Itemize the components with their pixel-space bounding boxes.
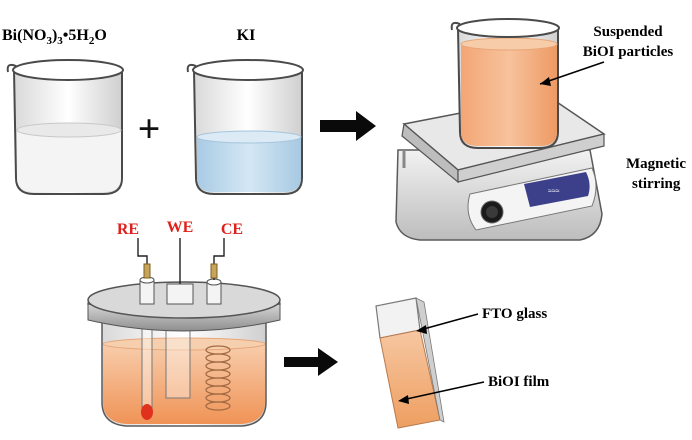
magnetic-stirrer: ≈≈≈ [395,95,606,241]
bioi-film-label: BiOI film [488,374,550,390]
electrochemical-cell [87,238,281,427]
arrow-right-icon [284,348,338,376]
working-electrode-plate [165,319,191,399]
suspension-beaker [450,18,560,149]
magnetic-label-line1: Magnetic [626,156,686,172]
suspended-pointer-line [539,61,605,85]
reference-electrode [141,317,153,417]
fto-glass-label: FTO glass [482,306,547,322]
fto-slide [375,297,445,429]
bi-nitrate-label: Bi(NO3)3•5H2O [2,27,107,47]
ki-label: KI [237,27,256,44]
bi-nitrate-beaker [6,59,124,195]
bioi-pointer-line [401,381,485,401]
arrow-right-icon [320,111,376,141]
fto-pointer-line [419,313,479,331]
svg-text:≈≈≈: ≈≈≈ [548,188,560,195]
suspended-label-line1: Suspended [593,24,663,40]
counter-electrode-coil [205,345,231,411]
ce-label: CE [221,221,243,238]
re-label: RE [117,221,139,238]
we-label: WE [167,219,194,236]
magnetic-label-line2: stirring [632,176,681,192]
ki-beaker [186,59,304,195]
plus-sign: + [138,106,161,151]
suspended-label-line2: BiOI particles [583,44,674,60]
